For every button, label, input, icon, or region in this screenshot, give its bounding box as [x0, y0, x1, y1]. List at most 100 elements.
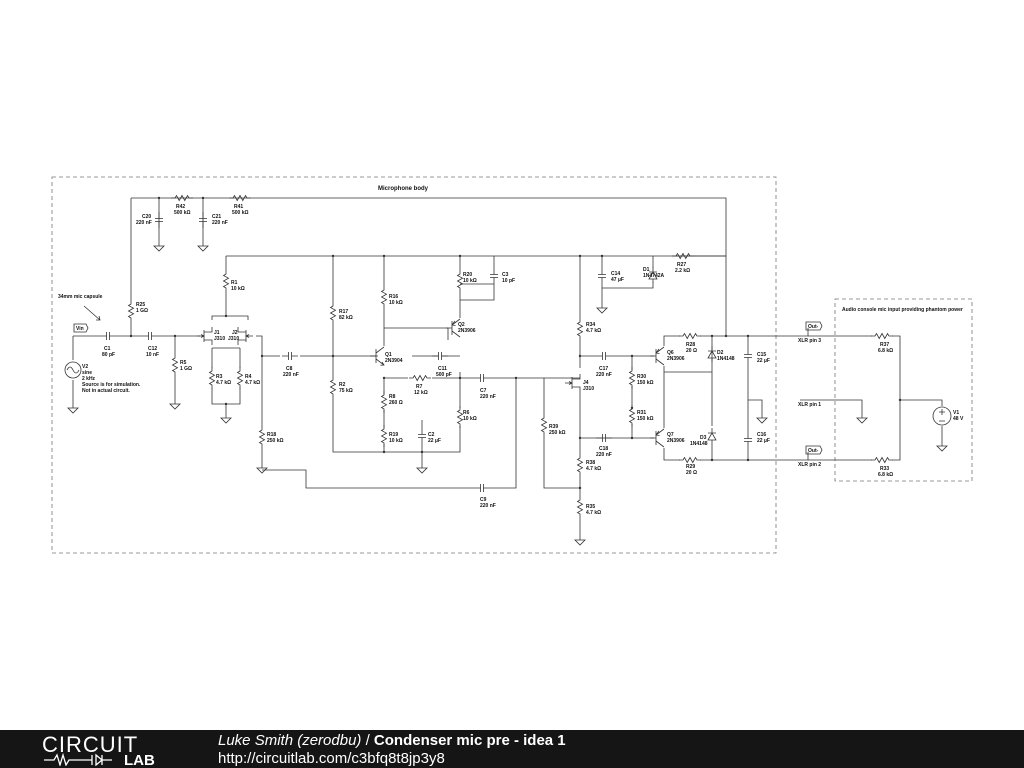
r42-value-label: 500 kΩ [174, 210, 191, 216]
title-separator: / [361, 732, 374, 749]
c15-value-label: 22 µF [757, 358, 770, 364]
r42-ref-label: R42 [176, 204, 185, 210]
c8-ref-label: C8 [286, 366, 293, 372]
r7-ref-label: R7 [416, 384, 423, 390]
c2-value-label: 22 µF [428, 438, 441, 444]
r18-value-label: 250 kΩ [267, 438, 284, 444]
logo-top-text: CIRCUIT [42, 732, 138, 757]
r33-value-label: 6.8 kΩ [878, 472, 893, 478]
r3-value-label: 4.7 kΩ [216, 380, 231, 386]
v2-ref: V2 [82, 364, 88, 370]
c8-value-label: 220 nF [283, 372, 299, 378]
r6-value-label: 10 kΩ [463, 416, 477, 422]
capacitors [99, 211, 753, 493]
c21-value-label: 220 nF [212, 220, 228, 226]
d2-ref-label: D2 [717, 350, 724, 356]
r28-ref-label: R28 [686, 342, 695, 348]
c1-value-label: 80 pF [102, 352, 115, 358]
logo-waveform-icon [44, 752, 112, 766]
r27-ref-label: R27 [677, 262, 686, 268]
signal-source-icon [64, 361, 82, 379]
c20-value-label: 220 nF [136, 220, 152, 226]
microphone-body-label: Microphone body [378, 186, 429, 192]
c11-value-label: 500 pF [436, 372, 452, 378]
r31-value-label: 150 kΩ [637, 416, 654, 422]
r6-ref-label: R6 [463, 410, 470, 416]
c14-value-label: 47 µF [611, 277, 624, 283]
r1-ref-label: R1 [231, 280, 238, 286]
c7-ref-label: C7 [480, 388, 487, 394]
r18-ref-label: R18 [267, 432, 276, 438]
d3-ref-label: D3 [700, 435, 707, 441]
r30-ref-label: R30 [637, 374, 646, 380]
v2-freq: 2 kHz [82, 376, 96, 382]
c1-ref-label: C1 [104, 346, 111, 352]
c11-ref-label: C11 [438, 366, 447, 372]
r35-value-label: 4.7 kΩ [586, 510, 601, 516]
d3-value-label: 1N4148 [690, 441, 708, 447]
j4-ref-label: J4 [583, 380, 589, 386]
footer-title: Luke Smith (zerodbu) / Condenser mic pre… [218, 732, 566, 749]
d2-value-label: 1N4148 [717, 356, 735, 362]
microphone-body-box [51, 176, 777, 554]
r39-ref-label: R39 [549, 424, 558, 430]
v1-value-label: 48 V [953, 416, 964, 422]
v2-note1: Source is for simulation. [82, 382, 141, 388]
r41-ref-label: R41 [234, 204, 243, 210]
grounds [67, 239, 948, 546]
q6-ref-label: Q6 [667, 350, 674, 356]
phantom-supply-icon [932, 406, 952, 426]
q7-value-label: 2N3906 [667, 438, 685, 444]
r34-value-label: 4.7 kΩ [586, 328, 601, 334]
out-plus-flag: Out- [808, 324, 819, 330]
r30-value-label: 150 kΩ [637, 380, 654, 386]
v2-note2: Not in actual circuit. [82, 388, 130, 394]
out-minus-flag: Out- [808, 448, 819, 454]
capsule-label: 34mm mic capsule [58, 294, 103, 300]
c20-ref-label: C20 [142, 214, 151, 220]
r3-ref-label: R3 [216, 374, 223, 380]
c14-ref-label: C14 [611, 271, 620, 277]
j1-ref-label: J1 [214, 330, 220, 336]
c7-value-label: 220 nF [480, 394, 496, 400]
wires [72, 197, 943, 534]
r27-value-label: 2.2 kΩ [675, 268, 690, 274]
capsule-arrow-icon [83, 305, 101, 321]
xlr3-label: XLR pin 3 [798, 338, 821, 344]
j1-value-label: J310 [214, 336, 225, 342]
resistors [128, 195, 894, 519]
author-name[interactable]: Luke Smith (zerodbu) [218, 732, 362, 749]
c3-ref-label: C3 [502, 272, 509, 278]
r38-value-label: 4.7 kΩ [586, 466, 601, 472]
r41-value-label: 500 kΩ [232, 210, 249, 216]
q1-ref-label: Q1 [385, 352, 392, 358]
footer-bar: CIRCUIT LAB Luke Smith (zerodbu) / Conde… [0, 730, 1024, 768]
project-title[interactable]: Condenser mic pre - idea 1 [373, 732, 566, 749]
r20-value-label: 10 kΩ [463, 278, 477, 284]
c2-ref-label: C2 [428, 432, 435, 438]
project-url[interactable]: http://circuitlab.com/c3bfq8t8jp3y8 [218, 750, 445, 767]
r25-ref-label: R25 [136, 302, 145, 308]
r17-value-label: 82 kΩ [339, 315, 353, 321]
j4-value-label: J310 [583, 386, 594, 392]
r4-value-label: 4.7 kΩ [245, 380, 260, 386]
c16-value-label: 22 µF [757, 438, 770, 444]
c21-ref-label: C21 [212, 214, 221, 220]
c18-value-label: 220 nF [596, 452, 612, 458]
r17-ref-label: R17 [339, 309, 348, 315]
j2-value-label: J310 [228, 336, 239, 342]
circuitlab-logo: CIRCUIT LAB [42, 732, 155, 766]
r37-ref-label: R37 [880, 342, 889, 348]
xlr2-label: XLR pin 2 [798, 462, 821, 468]
r1-value-label: 10 kΩ [231, 286, 245, 292]
c9-ref-label: C9 [480, 497, 487, 503]
q2-ref-label: Q2 [458, 322, 465, 328]
r34-ref-label: R34 [586, 322, 595, 328]
circuit-schematic: Microphone body Audio console mic input … [51, 176, 973, 554]
r5-ref-label: R5 [180, 360, 187, 366]
c15-ref-label: C15 [757, 352, 766, 358]
r2-value-label: 75 kΩ [339, 388, 353, 394]
net-flags [73, 321, 823, 455]
r16-ref-label: R16 [389, 294, 398, 300]
